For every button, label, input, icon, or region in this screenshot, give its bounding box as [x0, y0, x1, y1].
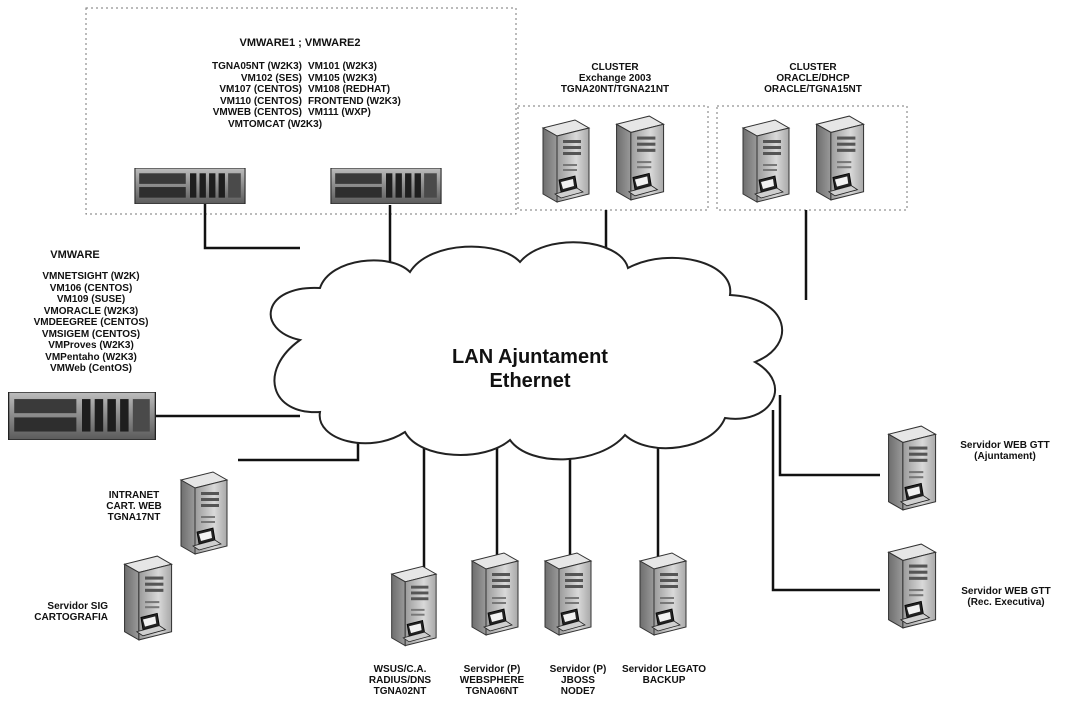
vm-list-item: VMSIGEM (CENTOS)	[41, 328, 141, 340]
web-gtt-rec-line2: (Rec. Executiva)	[967, 597, 1045, 608]
vm-list-item: VM109 (SUSE)	[56, 294, 126, 305]
cluster-oracle-line3: ORACLE/TGNA15NT	[764, 84, 862, 95]
vm-list-item: VMTOMCAT (W2K3)	[227, 119, 323, 130]
vmware12-box	[85, 7, 517, 215]
intranet-label: INTRANET CART. WEB TGNA17NT	[92, 490, 176, 523]
tower-server-icon	[544, 552, 592, 636]
vm-list-item: VMPentaho (W2K3)	[45, 351, 137, 363]
websphere-line2: WEBSPHERE	[459, 675, 525, 686]
cluster-exchange-line3: TGNA20NT/TGNA21NT	[560, 84, 670, 95]
vm-list-item: VM108 (REDHAT)	[308, 84, 391, 95]
vm-list-item: VMProves (W2K3)	[48, 340, 134, 351]
tower-server-icon	[124, 555, 173, 641]
tower-server-icon	[816, 115, 865, 201]
wsus-label: WSUS/C.A. RADIUS/DNS TGNA02NT	[360, 664, 440, 697]
vmware12-right-list: VM101 (W2K3) VM105 (W2K3) VM108 (REDHAT)…	[308, 61, 438, 119]
tower-server-icon	[742, 119, 790, 203]
tower-server-icon	[888, 425, 937, 511]
vmware12-title: VMWARE1 ; VMWARE2	[239, 37, 361, 49]
tower-server-icon	[391, 565, 437, 647]
cluster-exchange-line1: CLUSTER	[591, 62, 639, 73]
legato-line1: Servidor LEGATO	[621, 664, 707, 675]
vm-list-item: VM102 (SES)	[240, 72, 302, 84]
sig-line1: Servidor SIG	[47, 601, 108, 612]
wsus-line3: TGNA02NT	[373, 686, 427, 697]
sig-label: Servidor SIG CARTOGRAFIA	[10, 601, 108, 623]
vm-list-item: VM111 (WXP)	[308, 107, 371, 118]
vm-list-item: FRONTEND (W2K3)	[308, 95, 401, 107]
vm-list-item: VMWEB (CENTOS)	[212, 107, 302, 118]
tower-server-icon	[471, 552, 519, 636]
lan-title-line1: LAN Ajuntament	[452, 346, 608, 368]
vmware-list: VMNETSIGHT (W2K) VM106 (CENTOS) VM109 (S…	[6, 271, 176, 375]
vm-list-item: VMORACLE (W2K3)	[43, 305, 139, 317]
cluster-oracle-label: CLUSTER ORACLE/DHCP ORACLE/TGNA15NT	[738, 62, 888, 95]
tower-server-icon	[888, 543, 937, 629]
web-gtt-aj-line2: (Ajuntament)	[974, 451, 1036, 462]
intranet-line1: INTRANET	[108, 490, 160, 501]
vm-list-item: TGNA05NT (W2K3)	[211, 61, 302, 72]
web-gtt-rec-label: Servidor WEB GTT (Rec. Executiva)	[950, 586, 1062, 608]
intranet-line3: TGNA17NT	[107, 512, 161, 523]
sig-line2: CARTOGRAFIA	[34, 612, 108, 623]
web-gtt-rec-line1: Servidor WEB GTT	[961, 586, 1051, 597]
cluster-exchange-line2: Exchange 2003	[578, 73, 652, 84]
legato-line2: BACKUP	[642, 675, 686, 686]
websphere-line1: Servidor (P)	[463, 664, 521, 675]
vm-list-item: VM107 (CENTOS)	[219, 84, 302, 95]
vm-list-item: VM101 (W2K3)	[308, 61, 377, 72]
jboss-line3: NODE7	[560, 686, 596, 697]
vm-list-item: VMDEEGREE (CENTOS)	[33, 317, 149, 328]
vmware12-left-list: TGNA05NT (W2K3) VM102 (SES) VM107 (CENTO…	[150, 61, 302, 119]
rack-server-icon	[134, 168, 246, 204]
tower-server-icon	[639, 552, 687, 636]
vm-list-item: VMNETSIGHT (W2K)	[42, 271, 140, 282]
rack-server-icon	[330, 168, 442, 204]
cloud-icon	[269, 241, 783, 461]
jboss-line1: Servidor (P)	[549, 664, 607, 675]
legato-label: Servidor LEGATO BACKUP	[614, 664, 714, 686]
lan-title: LAN Ajuntament Ethernet	[430, 345, 630, 393]
cluster-oracle-line1: CLUSTER	[789, 62, 837, 73]
cluster-oracle-box	[716, 105, 908, 211]
jboss-label: Servidor (P) JBOSS NODE7	[538, 664, 618, 697]
vm-list-item: VM110 (CENTOS)	[219, 95, 302, 107]
web-gtt-aj-label: Servidor WEB GTT (Ajuntament)	[950, 440, 1060, 462]
rack-server-icon	[8, 392, 156, 440]
vm-list-item: VM105 (W2K3)	[308, 72, 377, 84]
tower-server-icon	[616, 115, 665, 201]
cluster-oracle-line2: ORACLE/DHCP	[776, 73, 850, 84]
cluster-exchange-box	[517, 105, 709, 211]
vmware-title: VMWARE	[50, 249, 100, 261]
wsus-line1: WSUS/C.A.	[373, 664, 427, 675]
web-gtt-aj-line1: Servidor WEB GTT	[960, 440, 1050, 451]
tower-server-icon	[542, 119, 590, 203]
vm-list-item: VMWeb (CentOS)	[49, 363, 133, 374]
vm-list-item: VM106 (CENTOS)	[49, 282, 133, 294]
websphere-label: Servidor (P) WEBSPHERE TGNA06NT	[447, 664, 537, 697]
lan-title-line2: Ethernet	[489, 370, 571, 392]
jboss-line2: JBOSS	[561, 675, 595, 686]
websphere-line3: TGNA06NT	[465, 686, 519, 697]
cluster-exchange-label: CLUSTER Exchange 2003 TGNA20NT/TGNA21NT	[540, 62, 690, 95]
intranet-line2: CART. WEB	[106, 501, 162, 512]
tower-server-icon	[180, 471, 228, 555]
wsus-line2: RADIUS/DNS	[368, 675, 432, 686]
